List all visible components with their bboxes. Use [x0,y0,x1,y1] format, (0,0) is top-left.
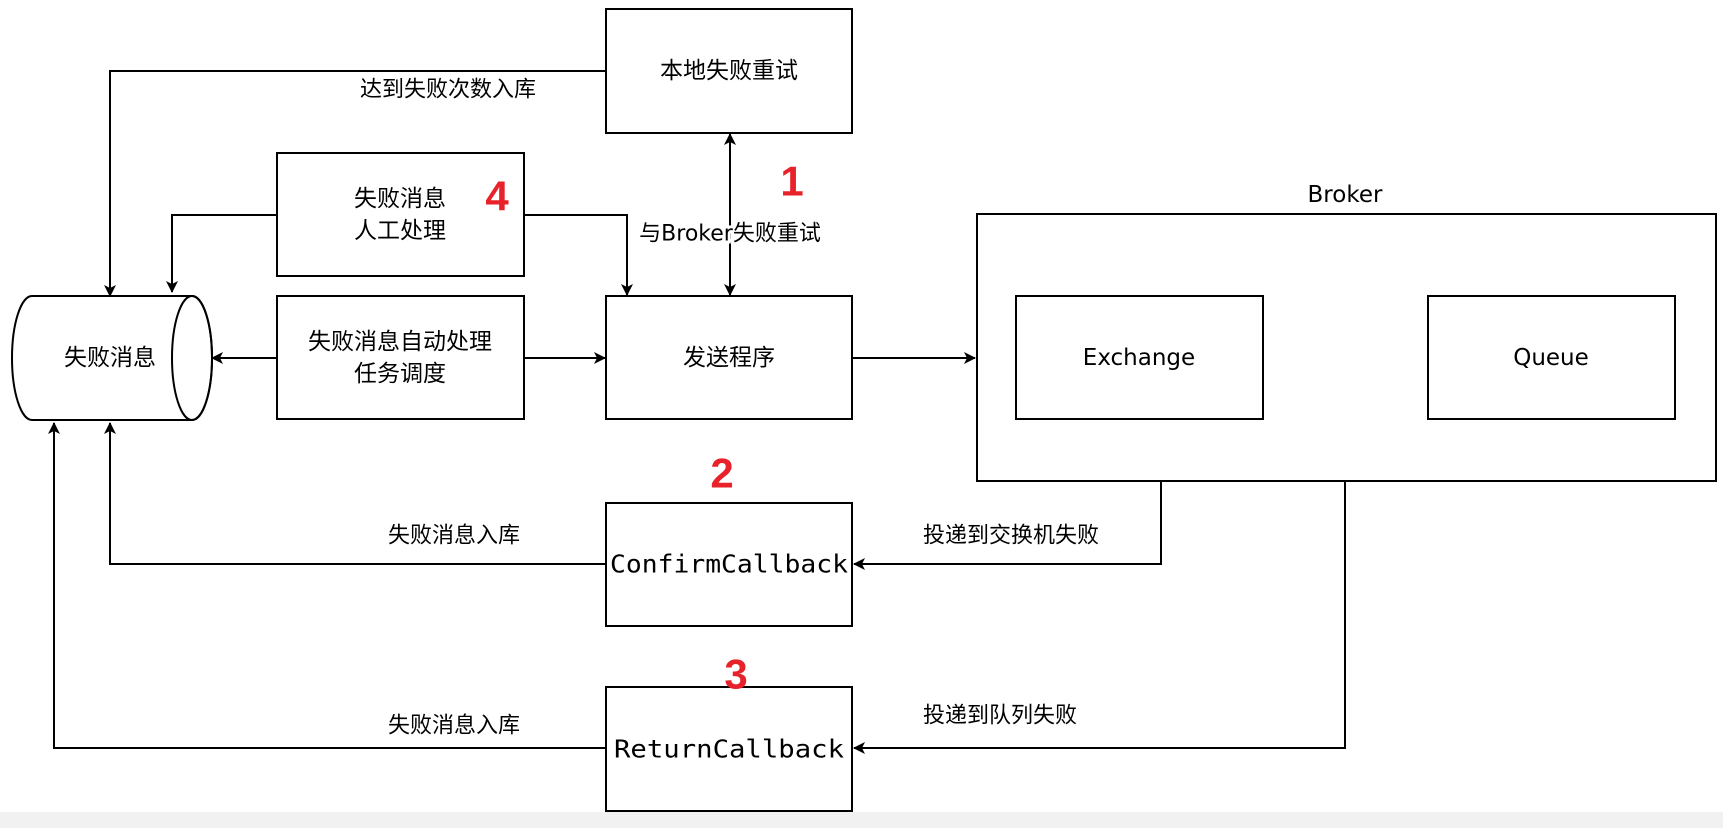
label-confirm-store: 失败消息入库 [388,524,520,549]
broker-label: Broker [1308,182,1383,208]
edge-limit-to-store [104,70,606,297]
node-local-retry: 本地失败重试 [605,8,853,134]
node-auto: 失败消息自动处理 任务调度 [276,295,525,420]
step-marker-2: 2 [710,450,733,497]
label-reach-limit: 达到失败次数入库 [360,78,536,103]
label-exchange-fail: 投递到交换机失败 [923,524,1099,549]
label-broker-retry: 与Broker失败重试 [639,222,821,247]
node-failed-store: 失败消息 [11,295,213,421]
auto-label-line1: 失败消息自动处理 [308,329,492,355]
edge-confirm-to-store [104,422,606,565]
step-markers: 1 2 3 4 [485,158,803,698]
failed-store-label: 失败消息 [64,345,156,371]
edge-manual-to-store [166,214,277,293]
node-exchange: Exchange [1015,295,1264,420]
local-retry-label: 本地失败重试 [660,58,798,84]
return-label: ReturnCallback [614,735,844,764]
manual-label-line1: 失败消息 [354,186,446,212]
bottom-strip [0,812,1723,828]
node-manual: 失败消息 人工处理 [276,152,525,277]
edge-return-to-store [48,422,606,749]
edge-broker-to-return [853,482,1346,754]
edge-broker-to-confirm [853,482,1162,570]
step-marker-3: 3 [724,651,747,698]
label-return-store: 失败消息入库 [388,714,520,739]
queue-label: Queue [1513,345,1589,371]
edge-labels: 达到失败次数入库 与Broker失败重试 失败消息入库 投递到交换机失败 失败消… [360,78,1099,739]
manual-label-line2: 人工处理 [354,218,446,244]
node-queue: Queue [1427,295,1676,420]
edge-manual-to-sender [524,214,633,296]
auto-label-line2: 任务调度 [354,361,446,387]
label-queue-fail: 投递到队列失败 [923,704,1077,729]
node-confirm-callback: ConfirmCallback [605,502,853,627]
confirm-label: ConfirmCallback [610,550,848,579]
edges [48,70,1428,754]
step-marker-4: 4 [485,173,509,220]
sender-label: 发送程序 [683,345,775,371]
node-sender: 发送程序 [605,295,853,420]
exchange-label: Exchange [1083,345,1195,371]
node-return-callback: ReturnCallback [605,686,853,812]
step-marker-1: 1 [780,158,803,205]
